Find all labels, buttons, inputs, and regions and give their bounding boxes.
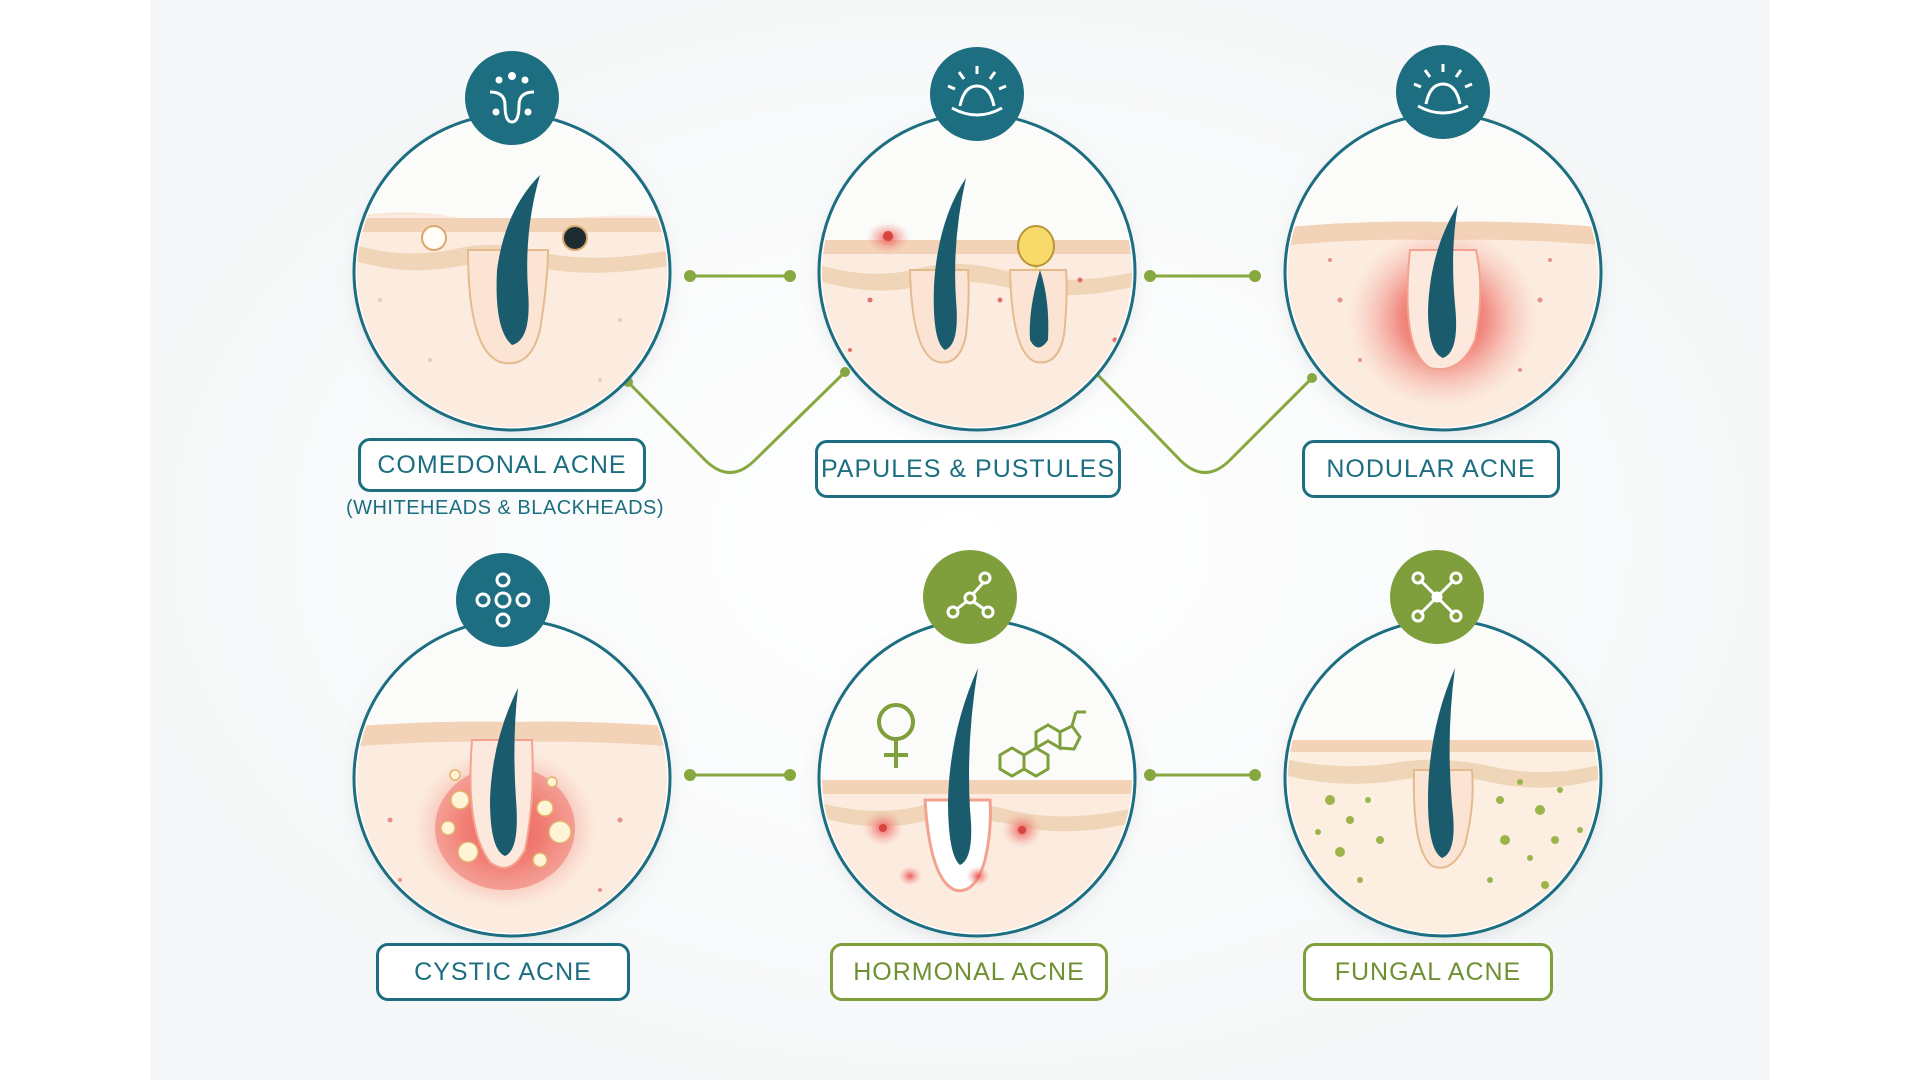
connector-curve <box>1093 370 1314 474</box>
label-comedonal-acne: COMEDONAL ACNE <box>358 438 646 492</box>
pore-icon <box>489 72 535 124</box>
label-hormonal-acne: HORMONAL ACNE <box>830 943 1108 1001</box>
inflamed-bump-icon <box>1413 64 1473 115</box>
label-text: COMEDONAL ACNE <box>377 450 627 479</box>
fungus-network-icon <box>1411 571 1463 623</box>
sublabel-comedonal-acne: (WHITEHEADS & BLACKHEADS) <box>345 497 665 519</box>
cystic-acne-illustration <box>352 553 672 938</box>
nodular-acne-illustration <box>1283 45 1603 432</box>
hormonal-acne-illustration <box>817 550 1137 938</box>
steroid-molecule-icon <box>998 710 1086 778</box>
cells-cluster-icon <box>475 572 531 628</box>
fungal-spores <box>1307 779 1583 889</box>
connector-curve <box>626 370 847 474</box>
inflamed-bump-icon <box>947 66 1007 117</box>
fungal-acne-illustration <box>1283 550 1603 938</box>
connectors <box>626 274 1314 777</box>
comedonal-acne-illustration <box>352 51 672 432</box>
label-papules-pustules: PAPULES & PUSTULES <box>815 440 1121 498</box>
female-symbol-icon <box>877 703 915 768</box>
papules-pustules-illustration <box>817 47 1137 432</box>
label-cystic-acne: CYSTIC ACNE <box>376 943 630 1001</box>
label-fungal-acne: FUNGAL ACNE <box>1303 943 1553 1001</box>
label-text: HORMONAL ACNE <box>853 957 1085 986</box>
molecule-icon <box>946 571 995 619</box>
label-text: NODULAR ACNE <box>1326 454 1536 483</box>
label-nodular-acne: NODULAR ACNE <box>1302 440 1560 498</box>
label-text: CYSTIC ACNE <box>414 957 592 986</box>
label-text: FUNGAL ACNE <box>1334 957 1522 986</box>
label-text: PAPULES & PUSTULES <box>820 454 1116 483</box>
